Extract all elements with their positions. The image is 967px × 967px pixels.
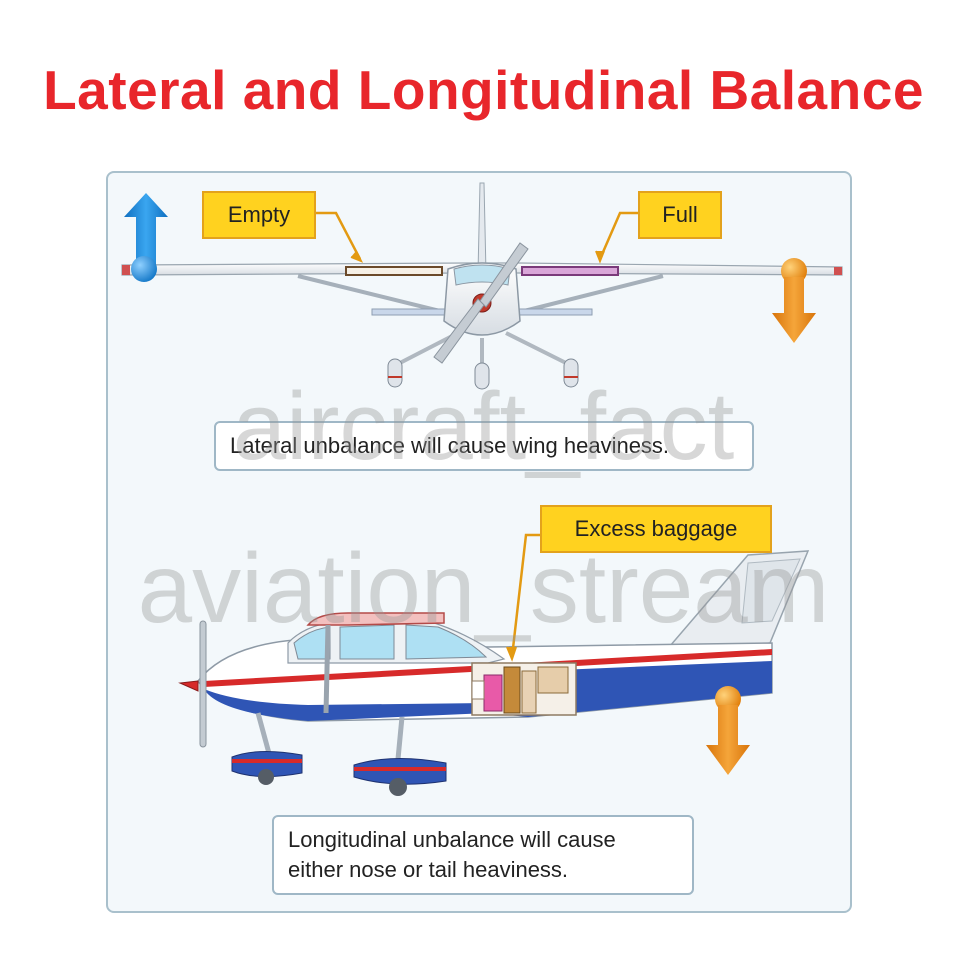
longitudinal-caption-line2: either nose or tail heaviness. — [288, 857, 569, 882]
aircraft-illustration — [121, 182, 843, 796]
empty-callout: Empty — [202, 191, 316, 239]
longitudinal-caption: Longitudinal unbalance will cause either… — [272, 815, 694, 895]
tail-down-arrow-icon — [706, 686, 750, 775]
front-view-aircraft — [121, 182, 843, 390]
lateral-caption: Lateral unbalance will cause wing heavin… — [214, 421, 754, 471]
full-callout: Full — [638, 191, 722, 239]
excess-baggage-callout: Excess baggage — [540, 505, 772, 553]
up-arrow-icon — [124, 193, 168, 282]
side-view-aircraft — [178, 550, 810, 796]
page-title: Lateral and Longitudinal Balance — [43, 59, 924, 121]
diagram-panel: Empty Full Excess baggage Lateral unbala… — [106, 171, 852, 913]
down-arrow-icon — [772, 258, 816, 343]
longitudinal-caption-line1: Longitudinal unbalance will cause — [288, 827, 616, 852]
